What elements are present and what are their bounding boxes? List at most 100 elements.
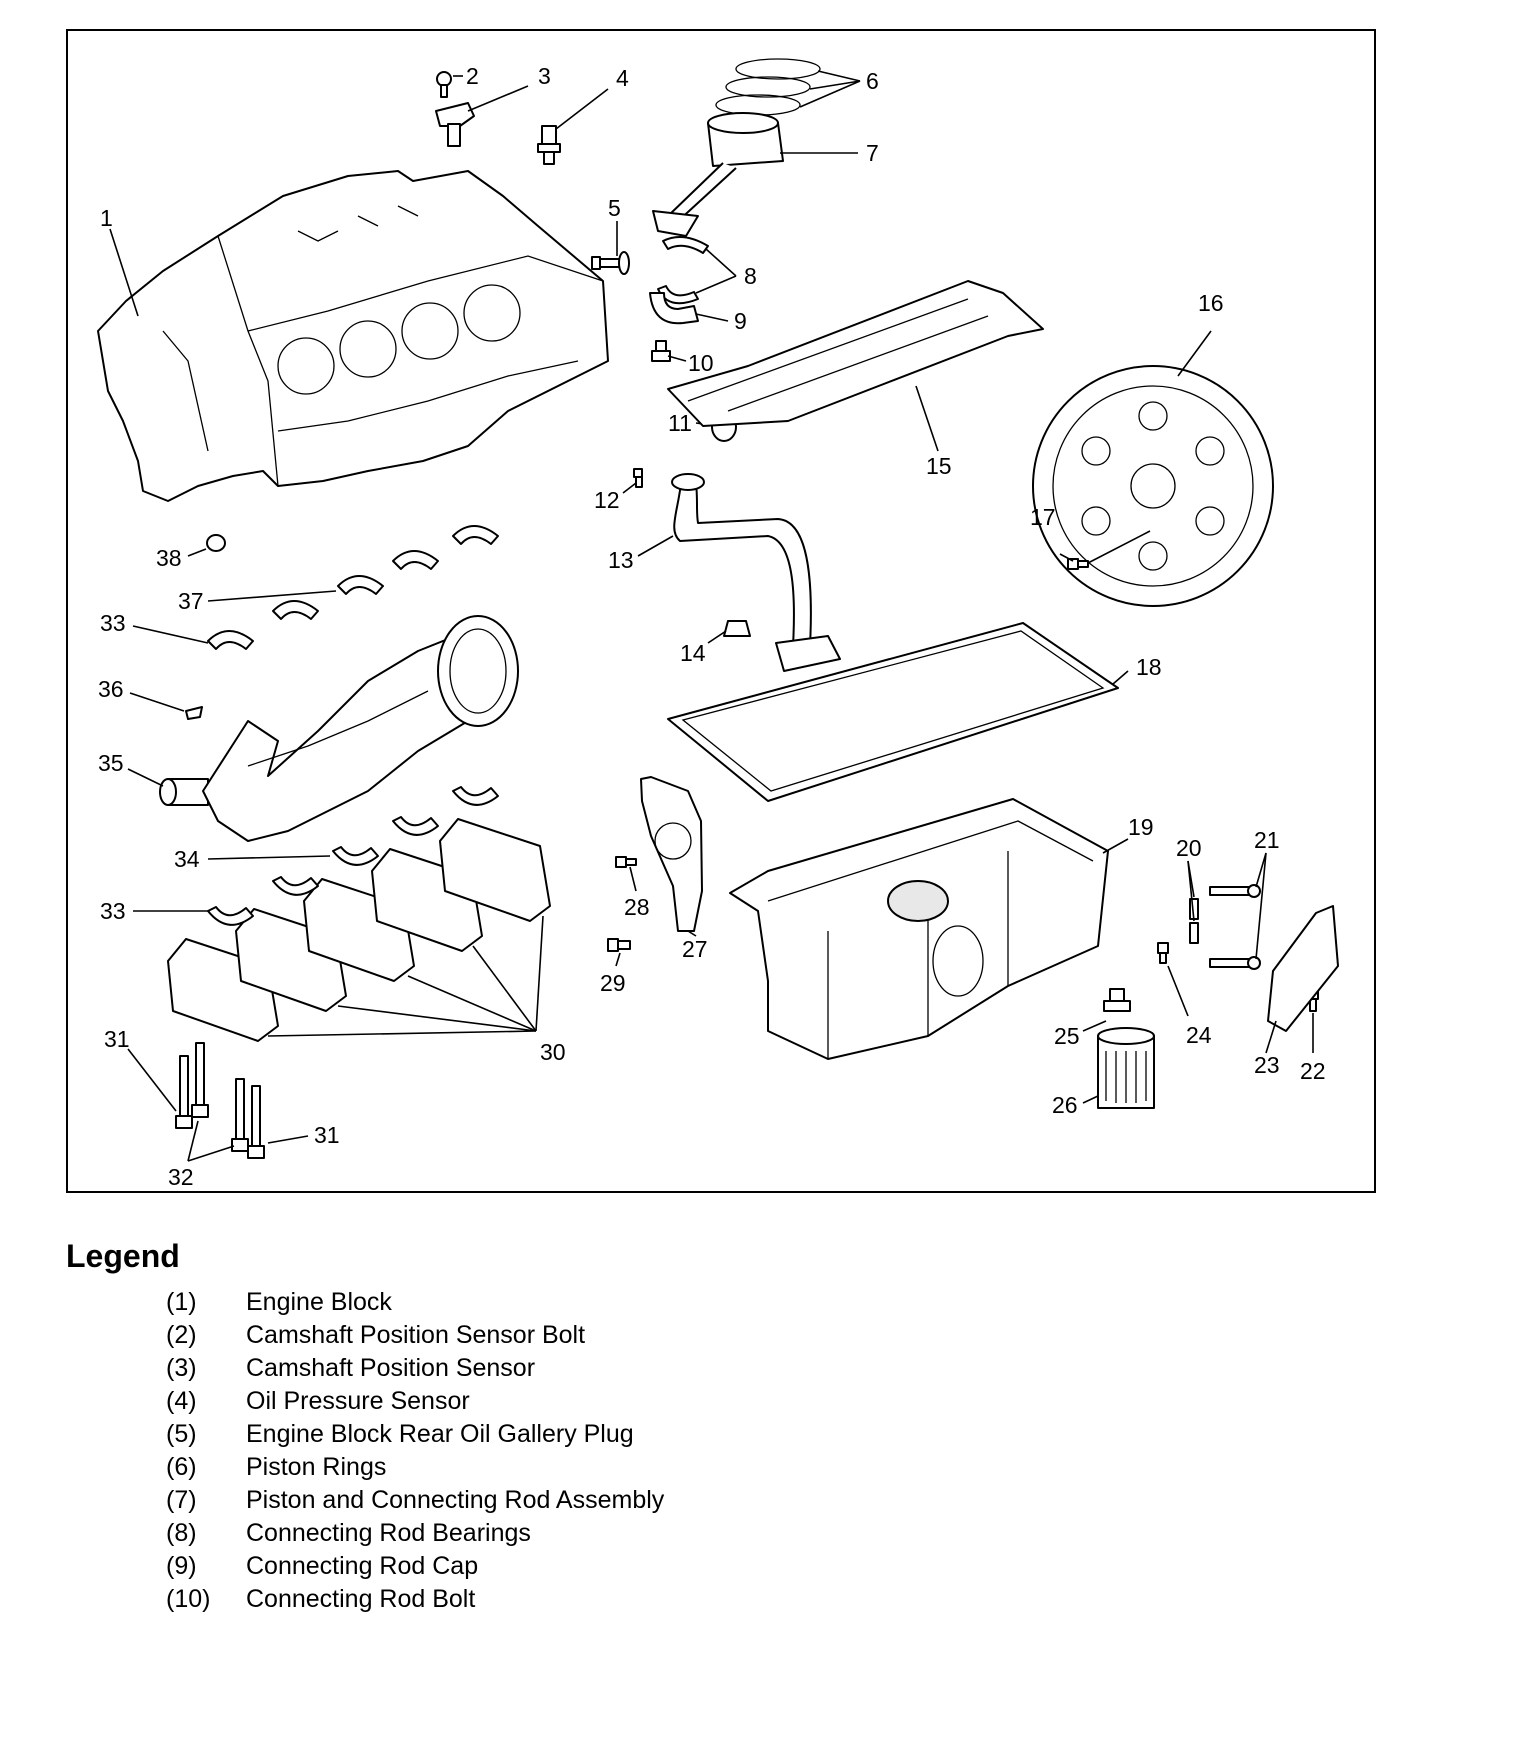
legend-number: (4) (166, 1387, 197, 1415)
callout-11: 11 (668, 410, 692, 436)
oil-filter-drawing (1097, 1027, 1155, 1109)
callout-19: 19 (1128, 814, 1154, 840)
legend-label: Engine Block Rear Oil Gallery Plug (246, 1420, 634, 1448)
diagram-canvas: 1 2 3 4 5 6 7 8 9 (97, 58, 1339, 1190)
exploded-view-diagram: 1 2 3 4 5 6 7 8 9 (66, 29, 1376, 1193)
legend-row: (8) Connecting Rod Bearings (66, 1517, 1266, 1550)
legend-number: (2) (166, 1321, 197, 1349)
legend: Legend (1)Engine Block (2) Camshaft Posit… (66, 1238, 1266, 1616)
legend-number: (3) (166, 1354, 197, 1382)
oil-deflector-drawing (667, 280, 1044, 427)
callout-2: 2 (466, 63, 479, 89)
legend-row: (5) Engine Block Rear Oil Gallery Plug (66, 1418, 1266, 1451)
callout-9: 9 (734, 308, 747, 334)
legend-number: (6) (166, 1453, 197, 1481)
oil-filter-fitting-drawing (1103, 988, 1131, 1012)
callout-14: 14 (680, 640, 706, 666)
oil-pickup-tube-drawing (671, 473, 841, 672)
legend-label: Piston and Connecting Rod Assembly (246, 1486, 665, 1514)
legend-label: Connecting Rod Cap (246, 1552, 479, 1580)
callout-35: 35 (98, 750, 124, 776)
flexplate-drawing (1032, 365, 1274, 607)
callout-31a: 31 (104, 1026, 130, 1052)
callout-23: 23 (1254, 1052, 1280, 1078)
callout-3: 3 (538, 63, 551, 89)
legend-row: (6) Piston Rings (66, 1451, 1266, 1484)
main-bearings-upper-drawing (207, 525, 499, 650)
callout-28: 28 (624, 894, 650, 920)
main-bearing-caps-drawing (167, 818, 551, 1042)
camshaft-sensor-bolt-drawing (436, 71, 452, 98)
callout-21: 21 (1254, 827, 1280, 853)
engine-block-plug-drawing (206, 534, 226, 552)
legend-number: (10) (166, 1585, 211, 1613)
legend-number: (5) (166, 1420, 197, 1448)
legend-row: (7) Piston and Connecting Rod Assembly (66, 1484, 1266, 1517)
callout-27: 27 (682, 936, 708, 962)
front-cover-drawing (640, 776, 703, 932)
flexplate-bolt-drawing (1067, 558, 1089, 570)
cover-bolt-drawing (615, 856, 637, 868)
rod-bolt-drawing (651, 340, 671, 362)
callout-30: 30 (540, 1039, 566, 1065)
legend-row: (10) Connecting Rod Bolt (66, 1583, 1266, 1616)
legend-row: (1)Engine Block (66, 1286, 1266, 1319)
legend-label: Connecting Rod Bolt (246, 1585, 476, 1613)
legend-number: (8) (166, 1519, 197, 1547)
oil-pan-drain-bolt-drawing (1157, 942, 1169, 964)
legend-number: (1) (166, 1288, 197, 1316)
main-cap-bolt-drawing (607, 938, 631, 952)
legend-row: (4) Oil Pressure Sensor (66, 1385, 1266, 1418)
callout-16: 16 (1198, 290, 1224, 316)
legend-number: (7) (166, 1486, 197, 1514)
callout-13: 13 (608, 547, 634, 573)
main-cap-bolts-drawing (175, 1042, 265, 1159)
legend-label: Camshaft Position Sensor Bolt (246, 1321, 586, 1349)
callout-34: 34 (174, 846, 200, 872)
callout-38: 38 (156, 545, 182, 571)
callout-22: 22 (1300, 1058, 1326, 1084)
rod-bearings-drawing (657, 236, 709, 305)
callout-6: 6 (866, 68, 879, 94)
callout-17: 17 (1030, 504, 1056, 530)
callout-33a: 33 (100, 610, 126, 636)
legend-label: Camshaft Position Sensor (246, 1354, 536, 1382)
callout-36: 36 (98, 676, 124, 702)
oil-gallery-plug-drawing (591, 251, 630, 275)
oil-pan-plug-drawing (723, 620, 751, 637)
legend-title: Legend (66, 1238, 180, 1274)
rod-cap-drawing (649, 292, 699, 325)
oil-pressure-sensor-drawing (537, 125, 561, 165)
callout-32: 32 (168, 1164, 194, 1190)
callout-24: 24 (1186, 1022, 1212, 1048)
callout-25: 25 (1054, 1023, 1080, 1049)
crankshaft-key-drawing (185, 706, 203, 720)
callout-18: 18 (1136, 654, 1162, 680)
legend-number: (9) (166, 1552, 197, 1580)
crankshaft-drawing (159, 615, 519, 842)
legend-row: (3) Camshaft Position Sensor (66, 1352, 1266, 1385)
callout-33b: 33 (100, 898, 126, 924)
oil-pan-gasket-drawing (667, 622, 1119, 802)
piston-rings-drawing (715, 58, 821, 116)
oil-pan-drawing (729, 798, 1109, 1060)
callout-7: 7 (866, 140, 879, 166)
legend-label: Piston Rings (246, 1453, 387, 1481)
engine-block-drawing (97, 170, 609, 502)
callout-37: 37 (178, 588, 204, 614)
piston-rod-drawing (652, 112, 784, 237)
oil-pan-bolts-drawing (1209, 884, 1261, 970)
callout-20: 20 (1176, 835, 1202, 861)
callout-29: 29 (600, 970, 626, 996)
legend-label: Oil Pressure Sensor (246, 1387, 470, 1415)
callout-15: 15 (926, 453, 952, 479)
legend-label: Connecting Rod Bearings (246, 1519, 531, 1547)
main-bearings-lower-drawing (207, 786, 499, 926)
callout-1: 1 (100, 205, 113, 231)
legend-row: (2) Camshaft Position Sensor Bolt (66, 1319, 1266, 1352)
bracket-drawing (1267, 905, 1339, 1032)
callout-31b: 31 (314, 1122, 340, 1148)
oil-pump-bolt-drawing (633, 468, 643, 488)
callout-12: 12 (594, 487, 620, 513)
legend-row: (9) Connecting Rod Cap (66, 1550, 1266, 1583)
